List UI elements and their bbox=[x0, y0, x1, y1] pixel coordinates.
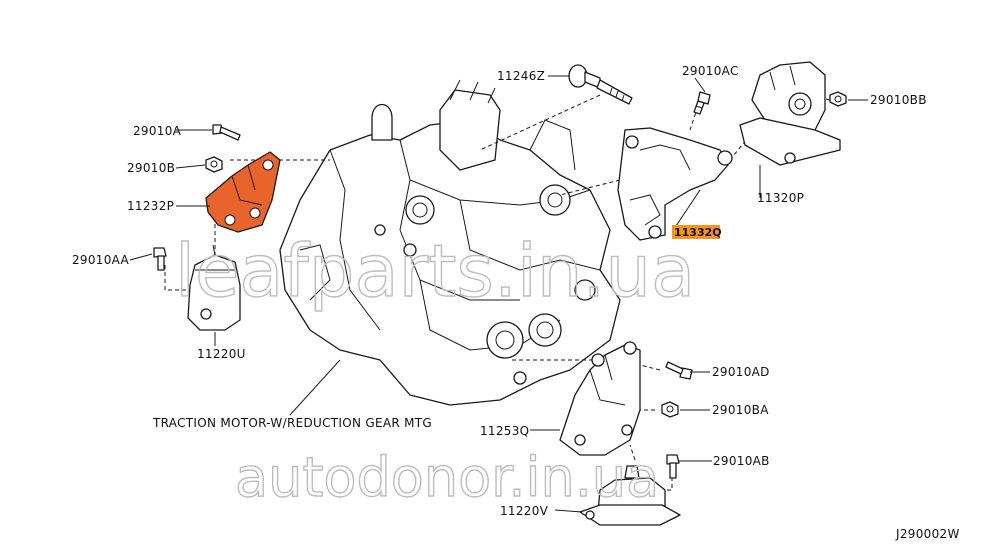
label-11220u: 11220U bbox=[197, 347, 246, 361]
leader-lines bbox=[129, 75, 868, 513]
label-29010ab: 29010AB bbox=[713, 454, 770, 468]
label-11320p: 11320P bbox=[757, 191, 804, 205]
diagram-code: J290002W bbox=[895, 527, 960, 541]
label-11220v: 11220V bbox=[500, 504, 549, 518]
label-29010ad: 29010AD bbox=[712, 365, 770, 379]
label-11253q: 11253Q bbox=[480, 424, 529, 438]
label-29010ac: 29010AC bbox=[682, 64, 739, 78]
nut-29010b bbox=[205, 156, 223, 173]
bolt-29010ab bbox=[666, 454, 680, 479]
label-29010a: 29010A bbox=[133, 124, 182, 138]
label-11332: 11332Q bbox=[674, 226, 722, 239]
bracket-11253q bbox=[559, 341, 641, 456]
highlight-box-11332 bbox=[672, 225, 720, 239]
bolt-29010ac bbox=[693, 91, 711, 115]
label-traction-motor: TRACTION MOTOR-W/REDUCTION GEAR MTG bbox=[152, 416, 432, 430]
watermark-bottom: autodonor.in.ua bbox=[235, 446, 659, 509]
bolt-11246z bbox=[568, 64, 633, 105]
label-11232p: 11232P bbox=[127, 199, 174, 213]
nut-29010ba bbox=[661, 401, 679, 418]
bracket-11232p-highlighted bbox=[205, 151, 281, 233]
bracket-11332 bbox=[617, 127, 733, 241]
traction-motor-housing bbox=[279, 79, 621, 406]
watermarks: leafparts.in.ua autodonor.in.ua bbox=[174, 228, 696, 509]
nut-29010bb bbox=[829, 91, 847, 107]
bolt-29010a bbox=[212, 124, 241, 141]
watermark-top: leafparts.in.ua bbox=[175, 229, 695, 313]
mount-11220u bbox=[187, 244, 241, 331]
part-labels: 11246Z 29010AC 29010BB 29010A 29010B 112… bbox=[72, 64, 960, 541]
mount-11320p bbox=[739, 61, 841, 166]
bolt-29010aa bbox=[153, 247, 167, 271]
bolt-29010ad bbox=[665, 361, 693, 380]
label-29010aa: 29010AA bbox=[72, 253, 130, 267]
label-11246z: 11246Z bbox=[497, 69, 545, 83]
label-29010bb: 29010BB bbox=[870, 93, 927, 107]
label-29010b: 29010B bbox=[127, 161, 175, 175]
label-29010ba: 29010BA bbox=[712, 403, 769, 417]
mount-11220v bbox=[579, 465, 681, 526]
bracket-11232p-fill bbox=[205, 151, 281, 233]
